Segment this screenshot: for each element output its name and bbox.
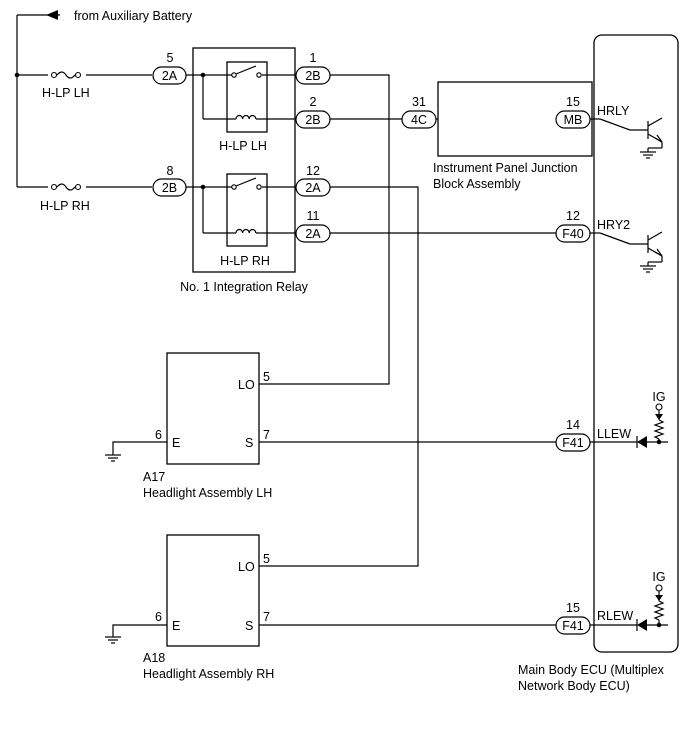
pin-number: 12 (306, 164, 320, 178)
headlight-lh-title: Headlight Assembly LH (143, 486, 272, 500)
fuse-lh-label: H-LP LH (42, 86, 90, 100)
relay-title: No. 1 Integration Relay (180, 280, 309, 294)
connector-code: F41 (562, 436, 584, 450)
ig-label: IG (652, 390, 665, 404)
pin-number: 5 (167, 51, 174, 65)
ground-icon (640, 151, 656, 159)
connector-code: F40 (562, 227, 584, 241)
pin-number: 6 (155, 610, 162, 624)
ecu-llew-circuit: LLEW IG (590, 390, 668, 448)
signal-hrly: HRLY (597, 104, 630, 118)
integration-relay: No. 1 Integration Relay H-LP LH H-LP RH (180, 47, 309, 294)
pin-number: 12 (566, 209, 580, 223)
connector-code: 2B (305, 69, 320, 83)
headlight-assembly-lh: LO S E 5 7 6 A17 Headlight Assembly LH (105, 352, 272, 500)
resistor-icon (653, 419, 665, 440)
connector-ecu-hry2: 12 F40 (555, 209, 591, 243)
lo-label: LO (238, 560, 255, 574)
ground-icon (105, 454, 121, 462)
connector-relay-out-11: 11 2A (295, 209, 331, 243)
signal-llew: LLEW (597, 427, 631, 441)
connector-relay-in-lh: 5 2A (152, 51, 187, 85)
pin-number: 31 (412, 95, 426, 109)
headlight-assembly-rh: LO S E 5 7 6 A18 Headlight Assembly RH (105, 534, 274, 681)
signal-hry2: HRY2 (597, 218, 630, 232)
pin-number: 7 (263, 610, 270, 624)
pin-number: 7 (263, 428, 270, 442)
connector-ecu-hrly: 15 MB (555, 95, 591, 129)
pin-number: 15 (566, 95, 580, 109)
junction-block-title-2: Block Assembly (433, 177, 521, 191)
connector-code: 2A (305, 227, 321, 241)
ecu-hrly-circuit: HRLY (590, 104, 663, 159)
connector-relay-out-12: 12 2A (295, 164, 331, 197)
ig-label: IG (652, 570, 665, 584)
connector-ecu-rlew: 15 F41 (555, 601, 591, 635)
battery-label: from Auxiliary Battery (74, 9, 193, 23)
fuse-rh: H-LP RH (17, 183, 152, 213)
ecu-hry2-circuit: HRY2 (590, 218, 663, 273)
pin-number: 2 (310, 95, 317, 109)
pin-number: 1 (310, 51, 317, 65)
connector-ipjb-in: 31 4C (401, 95, 437, 129)
connector-relay-out-1: 1 2B (295, 51, 331, 85)
pin-number: 6 (155, 428, 162, 442)
relay-rh-label: H-LP RH (220, 254, 270, 268)
s-label: S (245, 436, 253, 450)
connector-code: 2A (162, 69, 178, 83)
s-label: S (245, 619, 253, 633)
junction-block-title-1: Instrument Panel Junction (433, 161, 578, 175)
pin-number: 8 (167, 164, 174, 178)
diode-icon (636, 436, 647, 448)
ecu-title-1: Main Body ECU (Multiplex (518, 663, 665, 677)
arrow-left-icon (46, 10, 58, 20)
lo-label: LO (238, 378, 255, 392)
connector-code: F41 (562, 619, 584, 633)
relay-lh-label: H-LP LH (219, 139, 267, 153)
e-label: E (172, 619, 180, 633)
connector-code: 2B (162, 181, 177, 195)
headlight-rh-code: A18 (143, 651, 165, 665)
signal-rlew: RLEW (597, 609, 633, 623)
connector-code: 2B (305, 113, 320, 127)
pin-number: 11 (307, 209, 320, 223)
pin-number: 5 (263, 552, 270, 566)
pin-number: 5 (263, 370, 270, 384)
connector-code: MB (564, 113, 583, 127)
pin-number: 14 (566, 418, 580, 432)
battery-feed: from Auxiliary Battery (14, 9, 193, 187)
connector-code: 2A (305, 181, 321, 195)
connector-code: 4C (411, 113, 427, 127)
resistor-icon (653, 600, 665, 621)
connector-relay-out-2: 2 2B (295, 95, 331, 129)
connector-relay-in-rh: 8 2B (152, 164, 187, 197)
headlight-lh-code: A17 (143, 470, 165, 484)
e-label: E (172, 436, 180, 450)
connector-ecu-llew: 14 F41 (555, 418, 591, 452)
ground-icon (640, 265, 656, 273)
main-body-ecu: Main Body ECU (Multiplex Network Body EC… (518, 34, 679, 693)
ecu-rlew-circuit: RLEW IG (590, 570, 668, 631)
fuse-lh: H-LP LH (17, 71, 152, 100)
ecu-title-2: Network Body ECU) (518, 679, 630, 693)
pin-number: 15 (566, 601, 580, 615)
headlight-rh-title: Headlight Assembly RH (143, 667, 274, 681)
diode-icon (636, 619, 647, 631)
ground-icon (105, 636, 121, 644)
fuse-rh-label: H-LP RH (40, 199, 90, 213)
